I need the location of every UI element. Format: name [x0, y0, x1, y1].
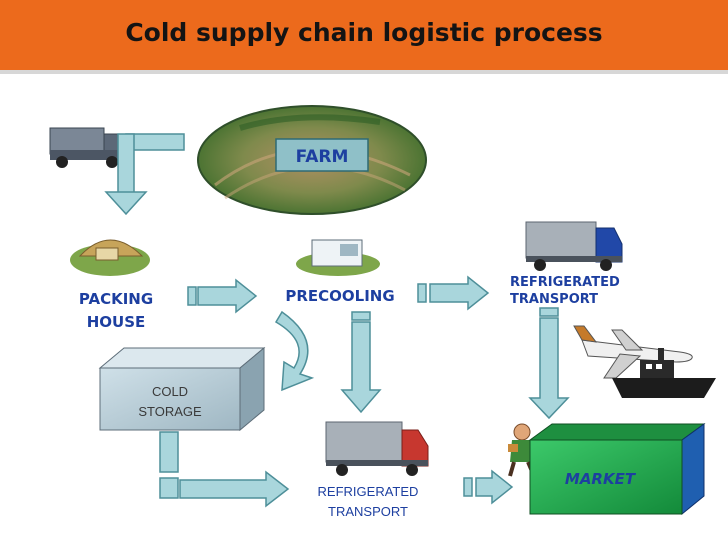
- refrigerated-truck-icon: [525, 221, 623, 271]
- cold-storage-box: [98, 346, 266, 432]
- arrow-precooling-to-transport: [417, 275, 490, 311]
- packing-house-label-line2: HOUSE: [87, 313, 146, 331]
- cold-storage-label-line1: COLD: [152, 384, 188, 399]
- market-box: [528, 423, 706, 516]
- cold-storage-label-line2: STORAGE: [138, 404, 202, 419]
- transport-bottom-label-line1: REFRIGERATED: [318, 484, 419, 499]
- truck-icon: [49, 127, 125, 168]
- arrow-storage-to-bottom-transport: [159, 431, 290, 508]
- arrow-transport-to-market: [528, 307, 570, 420]
- page-title: Cold supply chain logistic process: [125, 18, 603, 47]
- packing-house-label-line1: PACKING: [79, 290, 153, 308]
- market-label: MARKET: [565, 470, 637, 488]
- arrow-precooling-to-bottom-transport: [340, 311, 382, 414]
- transport-bottom-label-line2: TRANSPORT: [328, 504, 408, 519]
- farm-label-box: FARM: [275, 138, 369, 172]
- airplane-icon: [573, 325, 693, 379]
- precooling-label: PRECOOLING: [285, 287, 394, 305]
- transport-top-label-line1: REFRIGERATED: [510, 275, 620, 290]
- farm-label: FARM: [296, 147, 349, 167]
- arrow-packing-to-precooling: [187, 278, 258, 314]
- ship-icon: [612, 348, 716, 398]
- title-bar: Cold supply chain logistic process: [0, 0, 728, 74]
- transport-top-label-line2: TRANSPORT: [510, 292, 598, 307]
- arrow-bottom-transport-to-market: [463, 469, 514, 505]
- precooling-unit-icon: [296, 239, 380, 276]
- refrigerated-truck-icon-bottom: [325, 421, 429, 476]
- farm-to-packing-connector: [104, 133, 185, 216]
- arrow-precooling-to-storage: [274, 310, 315, 392]
- packing-house-icon: [70, 239, 150, 276]
